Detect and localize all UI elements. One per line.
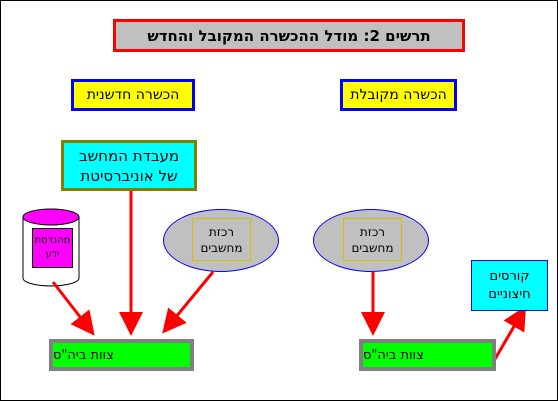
university-lab-node: מעבדת המחשב של אוניברסיטת <box>61 140 197 191</box>
arrow-db-to-team <box>51 281 95 336</box>
label-accepted-training: הכשרה מקובלת <box>340 79 457 111</box>
lab-line-2: של אוניברסיטת <box>80 166 178 185</box>
database-label-box: מהנדסת ידע <box>32 228 73 268</box>
external-line-2: חיצוניים <box>488 286 531 302</box>
label-innovative-text: הכשרה חדשנית <box>86 87 180 103</box>
coordinator-right-line-2: מחשבים <box>351 240 394 255</box>
coordinator-oval-right <box>313 209 429 272</box>
external-line-1: קורסים <box>489 268 530 284</box>
arrow-team-to-external <box>493 305 527 360</box>
school-team-right: צוות ביה"ס <box>359 339 496 371</box>
diagram-title: תרשים 2: מודל ההכשרה המקובל והחדש <box>113 19 465 52</box>
coordinator-oval-left <box>163 209 279 272</box>
coordinator-right-line-1: רכזת <box>359 224 386 239</box>
school-team-left: צוות ביה"ס <box>49 339 194 371</box>
coordinator-left-line-1: רכזת <box>208 224 235 239</box>
arrow-oval-left-to-team <box>162 271 215 334</box>
coordinator-right-label: רכזת מחשבים <box>343 218 402 261</box>
database-line-2: ידע <box>45 249 60 260</box>
lab-line-1: מעבדת המחשב <box>78 146 180 165</box>
school-team-right-text: צוות ביה"ס <box>363 347 424 363</box>
database-line-1: מהנדסת <box>34 235 71 246</box>
label-innovative-training: הכשרה חדשנית <box>71 79 195 111</box>
coordinator-left-line-2: מחשבים <box>200 240 243 255</box>
external-courses-node: קורסים חיצוניים <box>471 260 548 311</box>
label-accepted-text: הכשרה מקובלת <box>350 87 447 103</box>
coordinator-left-label: רכזת מחשבים <box>192 218 251 261</box>
title-text: תרשים 2: מודל ההכשרה המקובל והחדש <box>147 26 431 45</box>
school-team-left-text: צוות ביה"ס <box>53 347 114 363</box>
